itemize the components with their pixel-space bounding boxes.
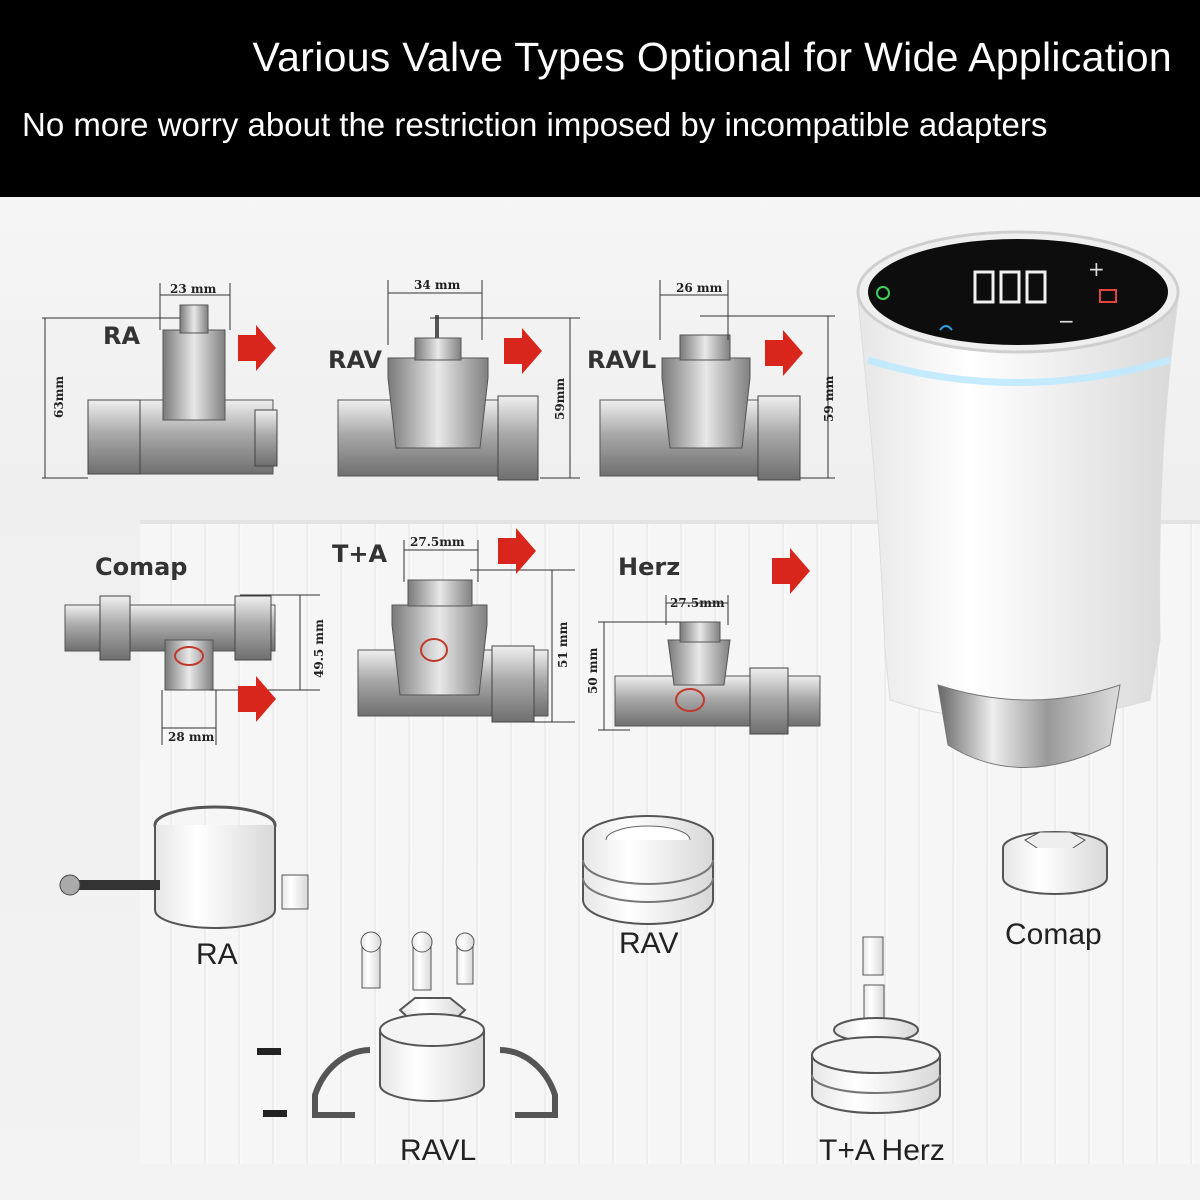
dim-width-ra: 23 mm	[170, 282, 217, 296]
arrow-icon	[238, 325, 276, 371]
rav-valve-drawing	[337, 280, 580, 481]
valve-label-comap: Comap	[95, 553, 188, 581]
dim-width-comap: 28 mm	[168, 730, 215, 744]
ra-adapter-drawing	[59, 805, 309, 929]
comap-adapter-drawing	[1002, 831, 1108, 895]
valve-label-ra: RA	[103, 322, 141, 350]
dim-height-rav: 59mm	[553, 377, 567, 420]
wifi-icon	[939, 325, 953, 331]
arrow-icon	[772, 548, 810, 594]
dim-width-ta: 27.5mm	[410, 535, 465, 549]
plus-icon: +	[1088, 257, 1105, 281]
adapter-label-comap: Comap	[1005, 918, 1102, 951]
heating-icon	[1099, 289, 1117, 303]
adapter-label-ravl: RAVL	[400, 1134, 477, 1167]
ta-valve-drawing	[357, 540, 575, 723]
ravl-valve-drawing	[599, 280, 835, 481]
comap-valve-drawing	[64, 594, 320, 745]
arrow-icon	[498, 528, 536, 574]
dim-height-comap: 49.5 mm	[312, 619, 326, 678]
dim-height-ta: 51 mm	[556, 621, 570, 668]
dim-width-ravl: 26 mm	[676, 281, 723, 295]
page-subtitle: No more worry about the restriction impo…	[22, 106, 1048, 143]
power-icon	[876, 286, 890, 300]
dim-height-herz: 50 mm	[586, 647, 600, 694]
adapter-label-rav: RAV	[619, 927, 679, 960]
dim-height-ra: 63mm	[52, 375, 66, 418]
header-banner: Various Valve Types Optional for Wide Ap…	[0, 0, 1200, 197]
valve-label-ravl: RAVL	[587, 346, 657, 374]
herz-valve-drawing	[598, 595, 821, 735]
adapter-label-ra: RA	[196, 938, 238, 971]
adapter-label-ta-herz: T+A Herz	[819, 1134, 945, 1167]
valve-label-herz: Herz	[618, 553, 681, 581]
smart-thermostat-device: + −	[856, 230, 1180, 768]
page-title: Various Valve Types Optional for Wide Ap…	[252, 34, 1172, 80]
arrow-icon	[504, 328, 542, 374]
valve-label-rav: RAV	[328, 346, 382, 374]
dim-width-herz: 27.5mm	[670, 596, 725, 610]
display-readout	[973, 270, 1047, 304]
ra-valve-drawing	[42, 283, 278, 479]
valve-label-ta: T+A	[332, 540, 388, 568]
dim-width-rav: 34 mm	[414, 278, 461, 292]
arrow-icon	[238, 676, 276, 722]
dim-height-ravl: 59 mm	[822, 375, 836, 422]
arrow-icon	[765, 330, 803, 376]
ta-herz-adapter-drawing	[811, 936, 941, 1114]
minus-icon: −	[1058, 309, 1075, 333]
rav-adapter-drawing	[582, 815, 714, 925]
ravl-adapter-drawing	[257, 931, 558, 1118]
